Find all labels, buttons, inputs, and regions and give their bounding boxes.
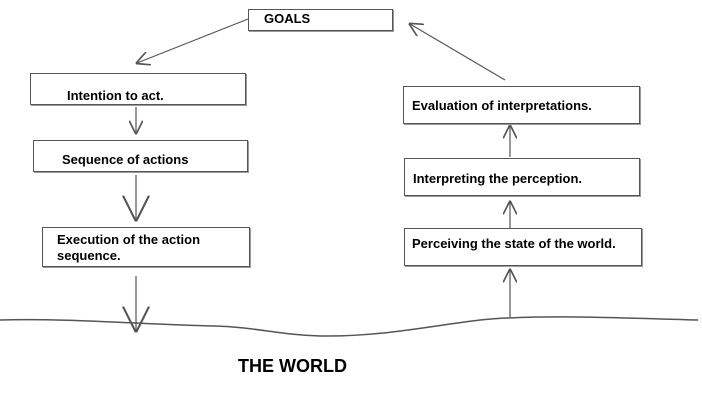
- goals-box: [248, 9, 393, 31]
- evaluation-box: [403, 86, 640, 124]
- world-label: THE WORLD: [238, 356, 347, 376]
- world-surface-line: [0, 316, 699, 337]
- perceiving-box: [404, 228, 642, 266]
- sequence-box: [33, 140, 248, 172]
- goals-label: GOALS: [264, 11, 311, 26]
- arrow-goals-to-intention: [137, 18, 249, 63]
- evaluation-label: Evaluation of interpretations.: [412, 98, 592, 113]
- execution-label: Execution of the action sequence.: [57, 232, 201, 263]
- intention-label: Intention to act.: [67, 88, 164, 103]
- interpreting-box: [404, 158, 640, 196]
- intention-box: [30, 73, 246, 105]
- interpreting-label: Interpreting the perception.: [413, 171, 583, 186]
- execution-box: [42, 227, 250, 267]
- sequence-label: Sequence of actions: [62, 152, 189, 167]
- arrow-evaluation-to-goals: [410, 24, 506, 81]
- perceiving-label: Perceiving the state of the world.: [412, 236, 616, 251]
